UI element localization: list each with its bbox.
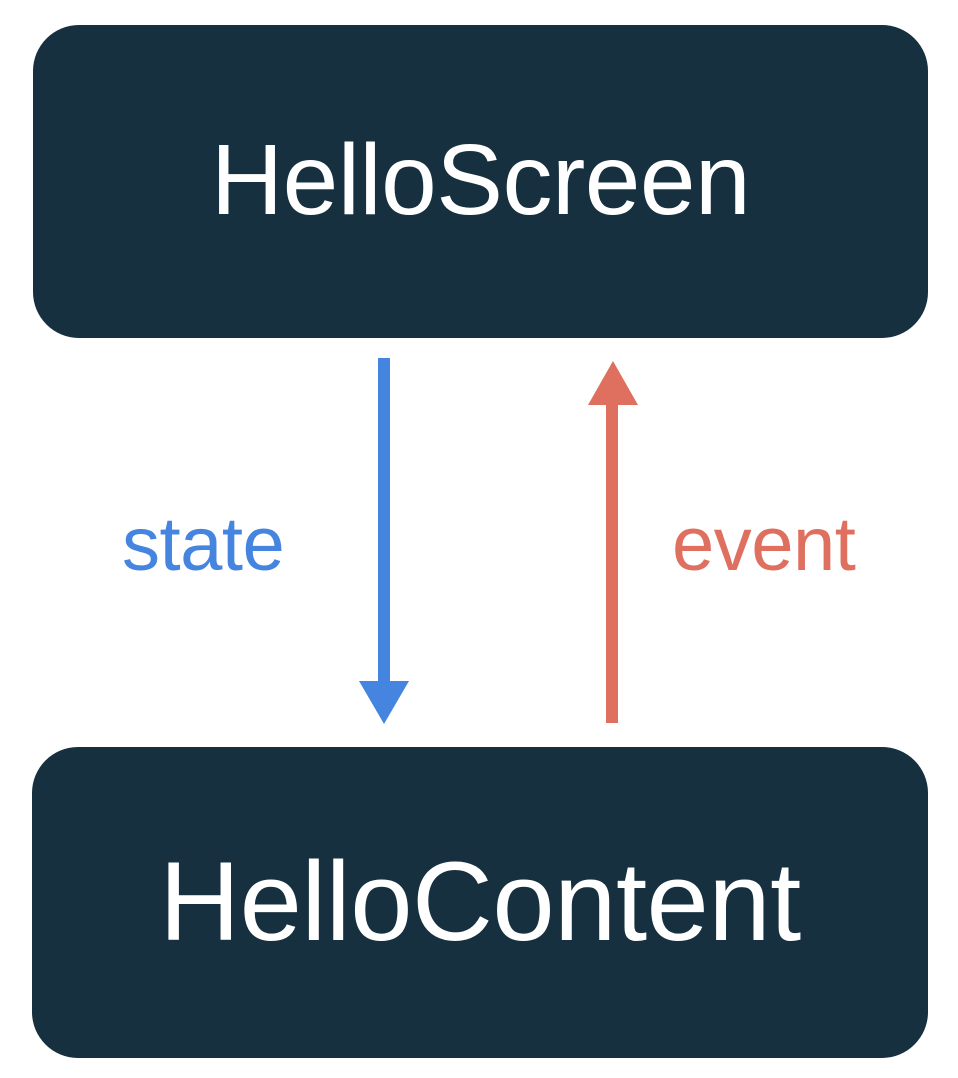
arrow-state-down	[359, 358, 409, 724]
node-hello-screen-label: HelloScreen	[210, 123, 751, 236]
edge-label-event: event	[672, 502, 856, 587]
node-hello-content-label: HelloContent	[159, 838, 801, 964]
arrow-event-up	[588, 361, 638, 723]
node-hello-screen[interactable]: HelloScreen	[33, 25, 928, 338]
node-hello-content[interactable]: HelloContent	[32, 747, 928, 1058]
edge-label-state: state	[122, 502, 285, 587]
